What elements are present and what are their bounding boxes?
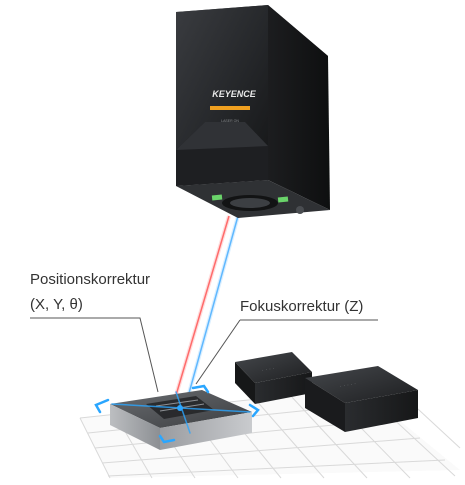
target-markers	[94, 384, 260, 444]
status-indicator	[210, 106, 250, 110]
svg-text:· · · · ·: · · · · ·	[339, 381, 356, 390]
leader-lines	[30, 317, 378, 393]
position-correction-axes-label: (X, Y, θ)	[30, 296, 83, 313]
brand-logo: KEYENCE	[212, 89, 257, 99]
device-small-text: LASER ON	[221, 119, 239, 123]
laser-marker-head: KEYENCE LASER ON	[176, 5, 330, 218]
position-correction-label: Positionskorrektur	[30, 271, 151, 288]
svg-text:· · · ·: · · · ·	[261, 366, 275, 374]
dark-chip-large: · · · · ·	[305, 366, 418, 432]
dark-chip-small: · · · ·	[235, 352, 312, 404]
focus-correction-label: Fokuskorrektur (Z)	[240, 298, 364, 315]
laser-beams	[172, 215, 240, 405]
